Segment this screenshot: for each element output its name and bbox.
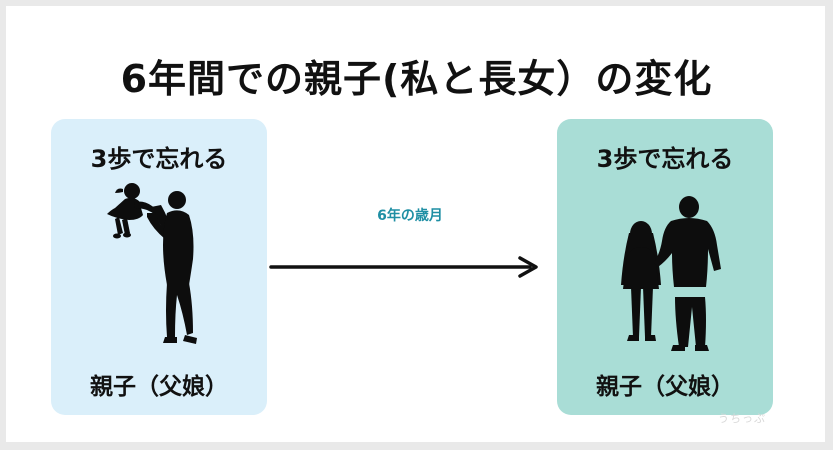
watermark-text: うちっぷ (718, 412, 766, 425)
left-card-top-label: 3歩で忘れる (90, 145, 228, 173)
diagram-title: 6年間での親子(私と長女）の変化 (120, 57, 713, 101)
right-card-top-label: 3歩で忘れる (596, 145, 734, 173)
right-card-bottom-label: 親子（父娘） (596, 374, 734, 400)
left-card-bottom-label: 親子（父娘） (90, 374, 228, 400)
father-lifting-toddler-silhouette-icon (107, 183, 197, 344)
left-card: 3歩で忘れる 親子（父娘） (51, 119, 267, 415)
right-arrow-icon (269, 256, 538, 278)
right-card: 3歩で忘れる 親子（父娘） (557, 119, 773, 415)
arrow-label: 6年の歳月 (377, 208, 443, 224)
father-and-daughter-standing-silhouette-icon (621, 196, 721, 351)
